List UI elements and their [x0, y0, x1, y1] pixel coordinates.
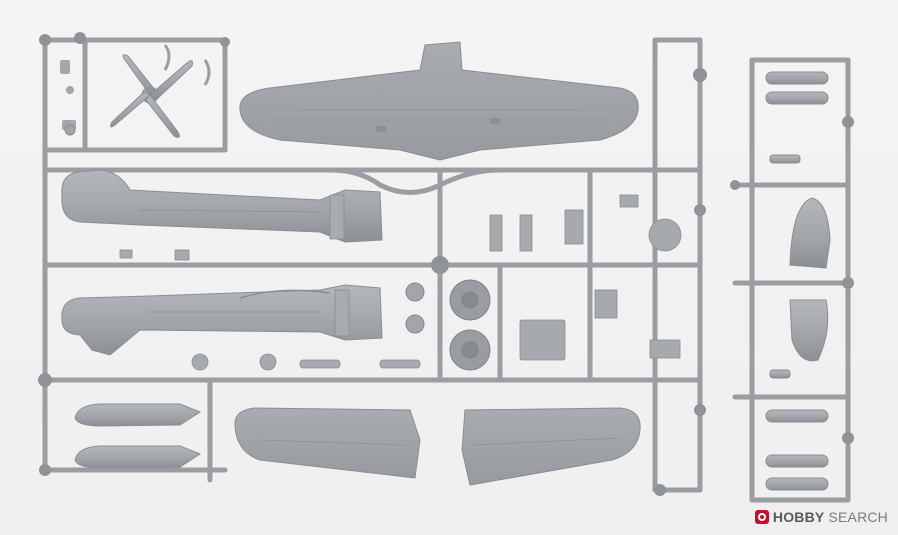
tail-fin-parts — [789, 197, 831, 362]
small-parts-center — [119, 194, 682, 371]
small-parts-top-left — [60, 44, 211, 130]
sprue-gate-knobs — [38, 32, 707, 496]
fuselage-half-upper — [61, 169, 383, 243]
lower-wing-right — [461, 407, 641, 486]
fuselage-half-lower — [61, 284, 383, 356]
small-tanks-right — [765, 71, 829, 491]
wheel-parts — [64, 124, 425, 334]
secondary-sprue-knobs — [730, 116, 854, 444]
watermark-section: SEARCH — [828, 509, 888, 525]
brand-logo-icon — [754, 510, 769, 524]
watermark: HOBBY SEARCH — [754, 509, 888, 525]
radial-engine-parts — [449, 279, 491, 371]
lower-wing-left — [234, 407, 421, 479]
secondary-sprue-frame — [732, 57, 851, 503]
drop-tanks-left — [74, 403, 202, 469]
watermark-brand: HOBBY — [772, 509, 825, 525]
propeller-part — [110, 54, 193, 138]
upper-wing-part — [239, 41, 639, 161]
